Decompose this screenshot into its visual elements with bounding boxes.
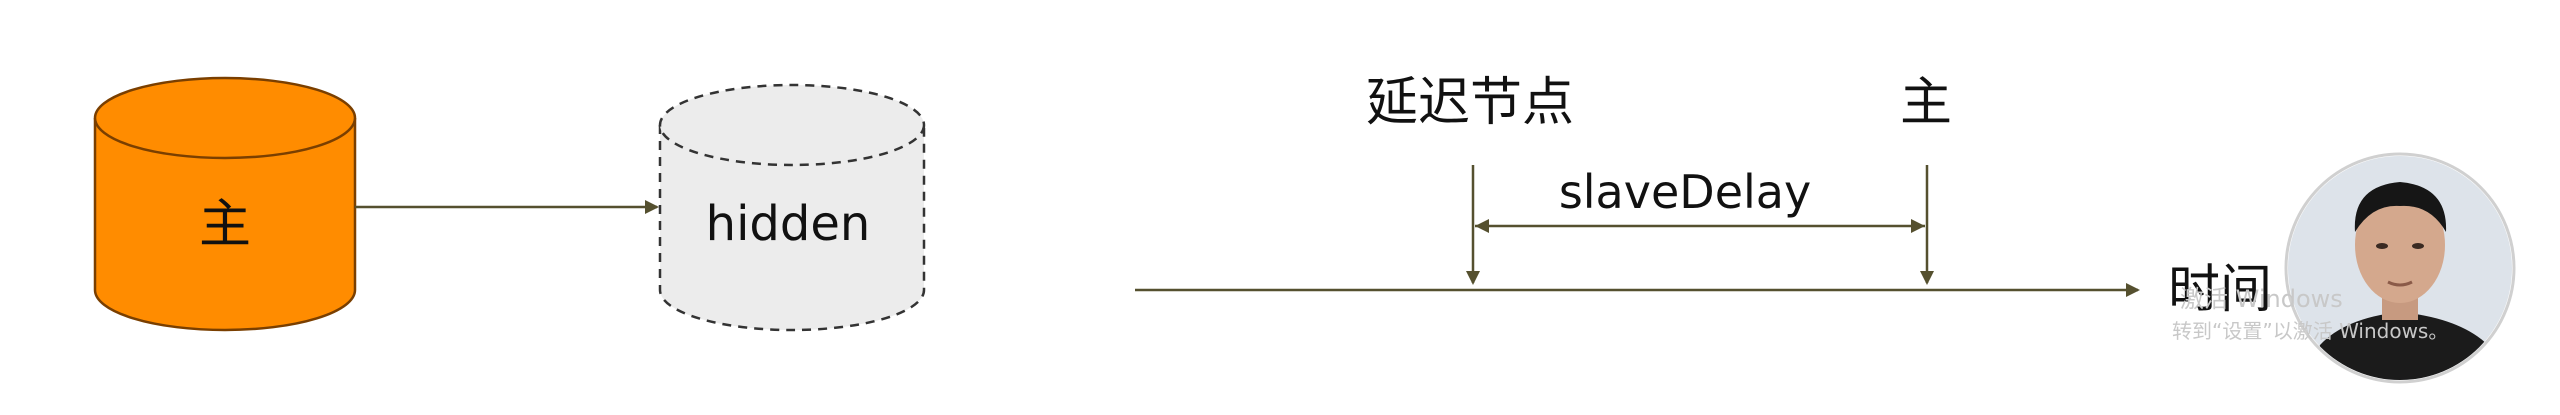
presenter-avatar [2284,152,2516,384]
primary-node: 主 [93,76,357,332]
slave-delay-label: slaveDelay [1559,165,1811,219]
watermark-line1: 激活 Windows [2180,285,2343,313]
delay-span-left-head [1475,219,1489,233]
hidden-node: hidden [658,83,926,332]
hidden-node-label: hidden [706,196,871,252]
delayed-node-label: 延迟节点 [1366,73,1574,133]
delay-span-right-head [1911,219,1925,233]
timeline-primary-label: 主 [1900,73,1952,133]
primary-node-label: 主 [199,195,251,255]
watermark-line2: 转到“设置”以激活 Windows。 [2172,319,2448,343]
time-axis-label: 时间 [2168,260,2272,320]
